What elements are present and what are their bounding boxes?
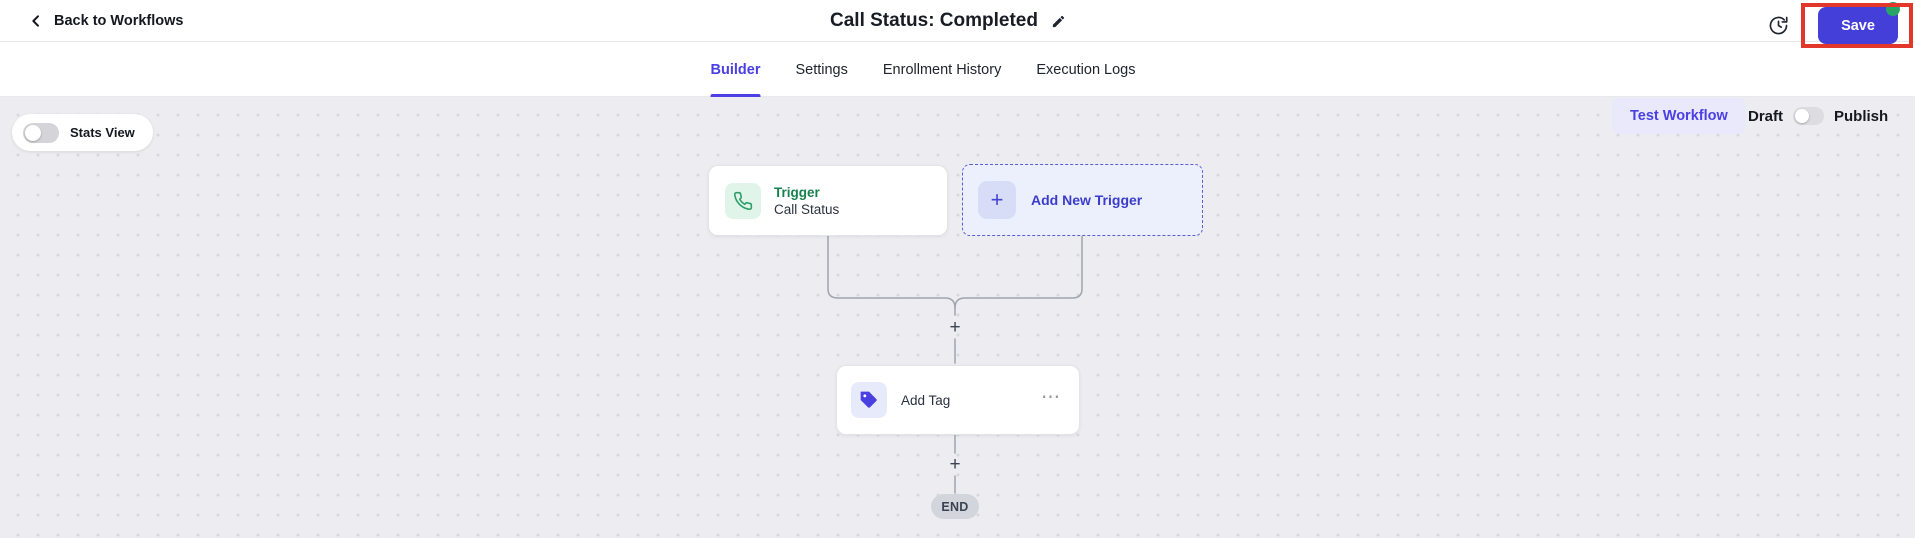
chevron-left-icon [28, 13, 44, 29]
tag-icon [851, 382, 887, 418]
draft-label: Draft [1748, 107, 1784, 125]
stats-view-pill: Stats View [12, 114, 153, 151]
workflow-canvas[interactable]: Stats View Trigger Call Status + Add New… [0, 97, 1915, 538]
action-node-add-tag[interactable]: Add Tag ⋯ [836, 365, 1080, 435]
toggle-knob [1795, 109, 1810, 123]
toggle-knob [25, 124, 41, 141]
add-step-button[interactable]: + [949, 316, 961, 338]
trigger-node-subtitle: Call Status [774, 201, 840, 217]
end-node: END [931, 494, 979, 519]
add-new-trigger-label: Add New Trigger [1031, 192, 1143, 208]
tab-enrollment-history[interactable]: Enrollment History [882, 61, 1002, 78]
save-button[interactable]: Save [1818, 7, 1898, 44]
back-label: Back to Workflows [54, 13, 184, 29]
add-new-trigger-button[interactable]: + Add New Trigger [962, 164, 1203, 236]
top-bar: Back to Workflows Call Status: Completed… [0, 0, 1915, 48]
publish-toggle[interactable] [1793, 107, 1825, 125]
plus-icon: + [978, 181, 1016, 219]
phone-icon [725, 182, 761, 219]
tab-settings[interactable]: Settings [795, 61, 848, 78]
unsaved-changes-indicator [1886, 2, 1900, 16]
action-node-label: Add Tag [901, 392, 951, 408]
back-to-workflows-button[interactable]: Back to Workflows [28, 0, 183, 42]
publish-label: Publish [1834, 107, 1889, 125]
tab-execution-logs[interactable]: Execution Logs [1036, 61, 1136, 78]
tab-builder[interactable]: Builder [710, 42, 760, 97]
stats-view-toggle[interactable] [23, 122, 59, 143]
trigger-node[interactable]: Trigger Call Status [708, 165, 948, 236]
more-options-icon[interactable]: ⋯ [1041, 387, 1061, 408]
tab-bar: Builder Settings Enrollment History Exec… [0, 42, 1915, 134]
test-workflow-button[interactable]: Test Workflow [1612, 98, 1746, 134]
stats-view-label: Stats View [70, 125, 135, 140]
workflow-title-group: Call Status: Completed [830, 0, 1066, 42]
page-title: Call Status: Completed [830, 10, 1038, 31]
trigger-node-texts: Trigger Call Status [774, 185, 839, 217]
trigger-node-title: Trigger [774, 184, 820, 200]
tab-list: Builder Settings Enrollment History Exec… [710, 42, 1136, 97]
publish-toggle-group: Draft Publish [1748, 98, 1888, 134]
clock-history-icon[interactable] [1768, 15, 1789, 36]
add-step-button[interactable]: + [949, 453, 961, 475]
pencil-icon[interactable] [1051, 14, 1066, 29]
